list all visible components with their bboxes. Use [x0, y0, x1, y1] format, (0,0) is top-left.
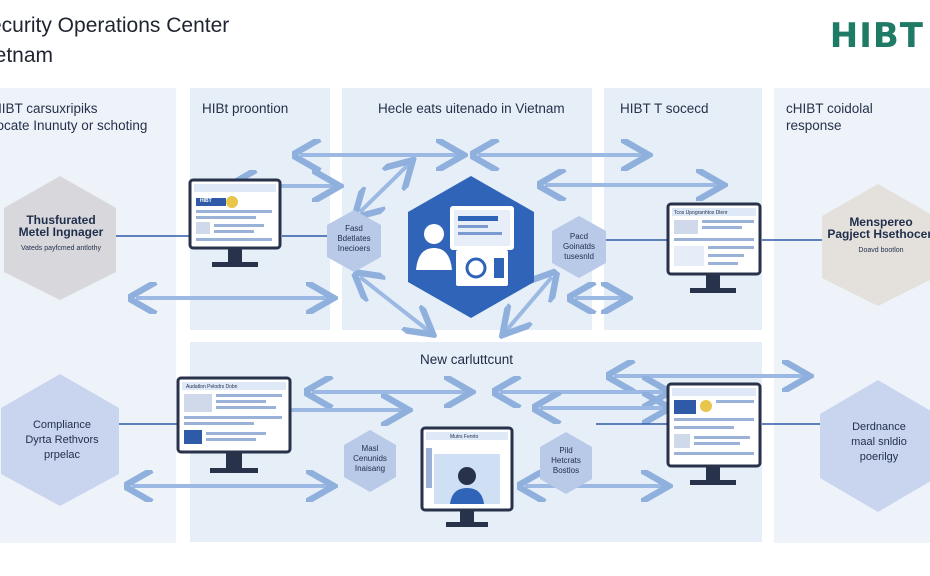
monitor-bottom-center-icon	[420, 426, 514, 527]
column-label-3-line1: Hecle eats uitenado in Vietnam	[378, 101, 565, 116]
hex-line: tusesnld	[564, 252, 594, 261]
monitor-bottom-center: Mutrs Fenrto	[420, 424, 514, 532]
small-hexagon-top-mid	[327, 210, 381, 272]
column-label-1: HIBT carsuxripiks rocate Inunuty or scho…	[0, 100, 172, 134]
small-hexagon-bottom-right	[540, 432, 592, 494]
page-title: ecurity Operations Center	[0, 14, 230, 37]
central-hexagon	[408, 176, 534, 318]
hex-line: Inecioers	[337, 244, 371, 253]
small-hexagon-bottom-right-text: Pild Hetcrats Bostlos	[538, 446, 594, 476]
small-hexagon-top-mid-text: Fasd Bdetlates Inecioers	[325, 224, 383, 254]
monitor-bottom-left: Audatlon Pelodrs Dobn	[176, 376, 292, 480]
monitor-bottom-left-icon	[176, 376, 292, 473]
hex-line: prpelac	[43, 449, 81, 461]
lower-panel-label: New carluttcunt	[420, 352, 514, 367]
hex-line: Inaisang	[354, 464, 386, 473]
column-label-4-line1: HIBT T socecd	[620, 101, 709, 116]
hex-line: Cenunids	[353, 454, 387, 463]
column-label-5-line1: cHIBT coidolal	[786, 101, 873, 116]
monitor-top-right-icon	[666, 202, 762, 293]
hex-line: maal snldio	[851, 436, 907, 448]
monitor-top-left: HIBT	[188, 176, 282, 274]
hex-line: Dyrta Rethvors	[25, 434, 99, 446]
monitor-bottom-left-header: Audatlon Pelodrs Dobn	[186, 384, 238, 390]
hexagon-compliance-text: Compliance Dyrta Rethvors prpelac	[2, 418, 122, 463]
hex-line: Metel Ingnager	[18, 225, 104, 239]
hexagon-ordinance	[820, 380, 930, 512]
monitor-top-right: Tcos Upogranhtos Dlenr	[666, 202, 762, 298]
monitor-top-right-header: Tcos Upogranhtos Dlenr	[674, 210, 728, 216]
hexagon-project-response-text: Menspereo Pagject Hsethocen Doavd bootlo…	[826, 216, 930, 257]
column-label-2-line1: HIBt proontion	[202, 101, 289, 116]
hexagon-ordinance-text: Derdnance maal snldio poerilgy	[826, 420, 930, 465]
hexagon-metal-manager	[4, 176, 116, 300]
hexagon-compliance	[1, 374, 119, 506]
column-label-2: HIBt proontion	[202, 100, 288, 117]
monitor-top-left-icon	[188, 178, 282, 267]
column-label-4: HIBT T socecd	[620, 100, 709, 117]
column-label-1-line2: rocate Inunuty or schoting	[0, 118, 148, 133]
hex-line: Pild	[559, 446, 573, 455]
hex-line: Doavd bootlon	[858, 247, 904, 254]
hex-line: Masl	[361, 444, 379, 453]
monitor-bottom-center-header: Mutrs Fenrto	[450, 434, 479, 440]
hex-line: Derdnance	[852, 421, 906, 433]
brand-logo: HIBT	[829, 16, 924, 56]
hex-line: Pacd	[569, 232, 589, 241]
column-label-5: cHIBT coidolal response	[786, 100, 873, 134]
page-subtitle: ietnam	[0, 44, 54, 67]
small-hexagon-top-right-text: Pacd Goinatds tusesnld	[550, 232, 608, 262]
column-label-3: Hecle eats uitenado in Vietnam	[378, 100, 565, 117]
column-label-1-line1: HIBT carsuxripiks	[0, 101, 98, 116]
monitor-top-left-header: HIBT	[200, 198, 212, 204]
hex-line: Thusfurated	[26, 213, 96, 227]
column-label-5-line2: response	[786, 118, 842, 133]
small-hexagon-top-right	[552, 216, 606, 278]
hex-line: Bostlos	[552, 466, 580, 475]
hex-line: Goinatds	[562, 242, 596, 251]
hex-line: Hetcrats	[551, 456, 581, 465]
hex-line: poerilgy	[859, 451, 899, 463]
hex-line: Pagject Hsethocen	[827, 227, 930, 241]
hexagon-metal-manager-text: Thusfurated Metel Ingnager Vateds payfcm…	[0, 214, 122, 255]
monitor-bottom-right	[666, 382, 762, 492]
hex-line: Fasd	[345, 224, 363, 233]
hex-line: Bdetlates	[337, 234, 371, 243]
hex-line: Compliance	[32, 419, 92, 431]
hex-line: Menspereo	[849, 215, 913, 229]
hexagon-project-response	[822, 184, 930, 306]
hex-line: Vateds payfcmed antlothy	[20, 245, 102, 252]
small-hexagon-bottom-mid-text: Masl Cenunids Inaisang	[342, 444, 398, 474]
small-hexagon-bottom-mid	[344, 430, 396, 492]
monitor-bottom-right-icon	[666, 382, 762, 485]
